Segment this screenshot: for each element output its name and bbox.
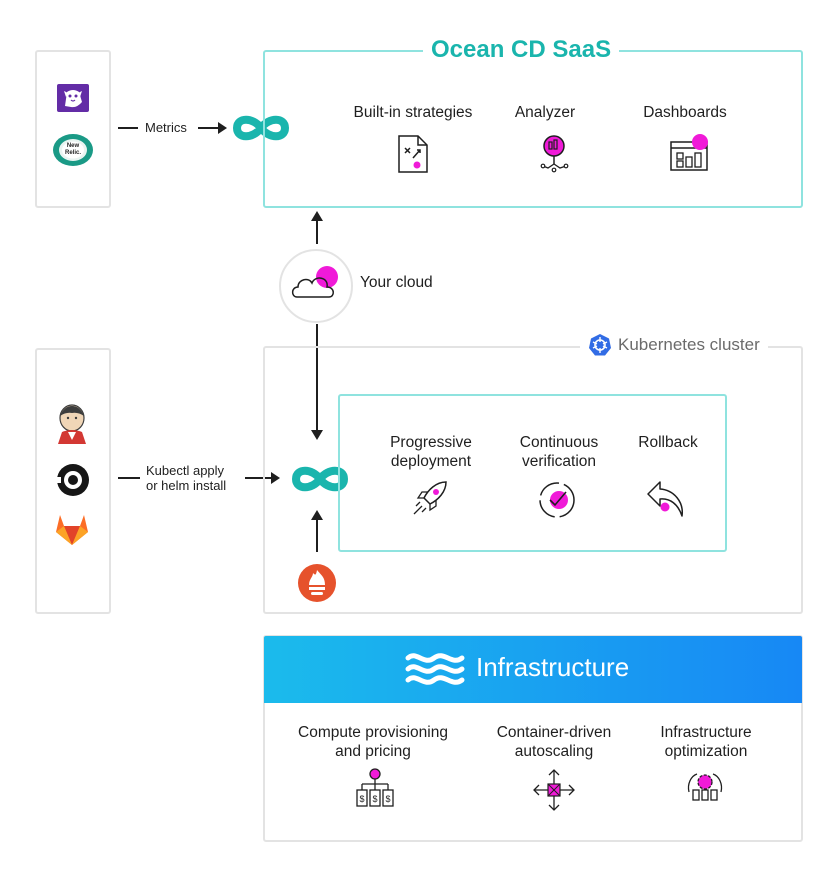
saas-item-dashboards-label: Dashboards — [643, 104, 727, 121]
kubectl-label-line1: Kubectl apply — [146, 463, 225, 478]
svg-text:$: $ — [359, 794, 364, 804]
metrics-providers-panel — [35, 50, 111, 208]
cloud-circle — [279, 249, 353, 323]
cloud-to-cluster-line — [316, 324, 318, 431]
svg-text:$: $ — [385, 794, 390, 804]
prometheus-to-controller-arrowhead — [311, 510, 323, 520]
circleci-logo-icon — [55, 464, 89, 496]
ocean-cd-controller-logo-icon — [290, 454, 350, 504]
infrastructure-title: Infrastructure — [476, 652, 630, 682]
metrics-label: Metrics — [145, 120, 187, 135]
cloud-to-saas-line — [316, 218, 318, 244]
infrastructure-waves-icon — [405, 653, 465, 685]
kubernetes-logo-icon — [589, 334, 611, 356]
infra-item-autoscaling-line1: Container-driven — [496, 724, 612, 741]
cluster-item-progressive-line2: deployment — [390, 453, 472, 470]
kubectl-arrowhead — [271, 472, 280, 484]
strategy-document-icon — [398, 135, 428, 173]
svg-text:$: $ — [372, 794, 377, 804]
autoscaling-arrows-icon — [533, 769, 575, 811]
cloud-to-cluster-arrowhead — [311, 430, 323, 440]
saas-item-built-in-strategies-label: Built-in strategies — [353, 104, 473, 121]
cluster-capabilities-panel — [338, 394, 727, 552]
metrics-arrow-right — [198, 127, 220, 129]
cluster-item-continuous-line1: Continuous — [519, 434, 599, 451]
infra-item-compute-line2: and pricing — [335, 743, 411, 760]
your-cloud-label: Your cloud — [360, 274, 433, 291]
ocean-cd-logo-icon — [231, 103, 291, 153]
ocean-cd-saas-panel — [263, 50, 803, 208]
prometheus-logo-icon — [298, 564, 336, 602]
kubectl-arrow-right — [245, 477, 273, 479]
gitlab-logo-icon — [56, 515, 88, 545]
prometheus-to-controller-line — [316, 518, 318, 552]
jenkins-logo-icon — [58, 404, 86, 444]
saas-item-analyzer-label: Analyzer — [514, 104, 576, 121]
metrics-arrowhead — [218, 122, 227, 134]
infra-item-compute-line1: Compute provisioning — [298, 724, 448, 741]
ci-tools-panel — [35, 348, 111, 614]
infra-item-optimization-line1: Infrastructure — [660, 724, 752, 741]
kubernetes-cluster-title-text: Kubernetes cluster — [618, 335, 760, 354]
ocean-cd-saas-title: Ocean CD SaaS — [423, 35, 620, 65]
cluster-item-progressive-line1: Progressive — [390, 434, 472, 451]
cloud-icon — [291, 266, 338, 298]
analyzer-magnifier-icon — [540, 135, 569, 173]
cluster-item-continuous-line2: verification — [521, 453, 597, 470]
dashboard-window-icon — [670, 134, 708, 171]
cluster-item-rollback-line1: Rollback — [638, 434, 698, 451]
verification-check-icon — [539, 482, 575, 518]
infra-item-optimization-line2: optimization — [664, 743, 748, 760]
kubernetes-cluster-title: Kubernetes cluster — [580, 333, 768, 357]
kubectl-arrow-left — [118, 477, 140, 479]
rocket-icon — [413, 481, 447, 515]
optimization-gear-icon — [687, 773, 723, 801]
metrics-arrow-left — [118, 127, 138, 129]
kubectl-label-line2: or helm install — [146, 478, 227, 493]
kubernetes-cluster-panel — [263, 346, 803, 614]
datadog-logo-icon — [55, 82, 91, 114]
new-relic-text: New Relic. — [64, 143, 81, 156]
rollback-arrow-icon — [647, 481, 683, 517]
new-relic-logo-icon: New Relic. — [52, 133, 94, 167]
infrastructure-header — [264, 636, 802, 703]
compute-pricing-icon: $ $ $ — [356, 768, 394, 807]
cloud-to-saas-arrowhead — [311, 211, 323, 221]
infra-item-autoscaling-line2: autoscaling — [514, 743, 594, 760]
